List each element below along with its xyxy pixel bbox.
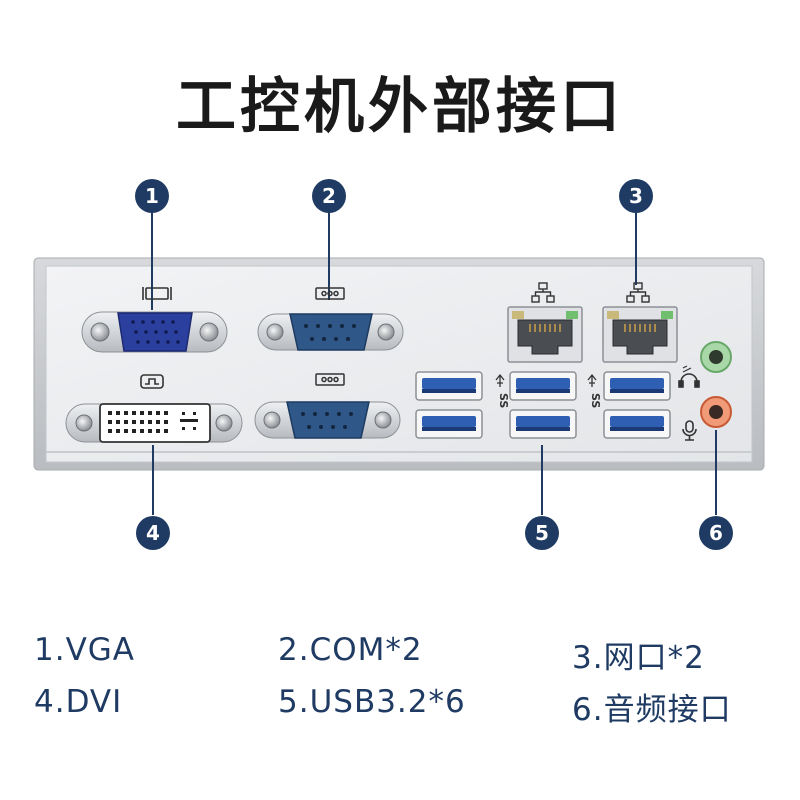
svg-text:SS: SS [497, 393, 510, 408]
badge-6: 6 [699, 516, 733, 550]
usb-ss-icon: SS [587, 373, 602, 408]
headphone-icon [678, 365, 700, 388]
legend-item-audio: 6.音频接口 [572, 692, 732, 728]
page-title: 工控机外部接口 [176, 72, 624, 142]
serial-port-icon [315, 373, 345, 386]
lan-port-2 [602, 306, 678, 363]
badge-4: 4 [136, 516, 170, 550]
svg-text:4: 4 [146, 521, 160, 545]
usb-port-group-3 [603, 371, 671, 439]
network-icon [531, 282, 555, 303]
vga-icon [142, 287, 172, 300]
dvi-icon [140, 374, 164, 389]
svg-text:2: 2 [322, 184, 336, 208]
svg-text:6: 6 [709, 521, 723, 545]
mic-jack [700, 396, 732, 428]
vga-port [81, 311, 228, 353]
badge-5: 5 [525, 516, 559, 550]
serial-port-icon [315, 287, 345, 300]
badge-1: 1 [135, 179, 169, 213]
microphone-icon [682, 420, 697, 441]
badge-3: 3 [619, 179, 653, 213]
com-port-1 [257, 313, 404, 351]
legend-item-vga: 1.VGA [34, 632, 136, 668]
svg-text:3: 3 [629, 184, 643, 208]
svg-text:1: 1 [145, 184, 159, 208]
usb-port-group-1 [415, 371, 483, 439]
legend-item-usb: 5.USB3.2*6 [278, 684, 466, 720]
lan-port-1 [507, 306, 583, 363]
legend-item-com: 2.COM*2 [278, 632, 423, 668]
com-port-2 [254, 401, 401, 439]
svg-text:SS: SS [589, 393, 602, 408]
line-out-jack [700, 341, 732, 373]
legend-item-dvi: 4.DVI [34, 684, 123, 720]
network-icon [626, 282, 650, 303]
usb-ss-icon: SS [495, 373, 510, 408]
svg-text:5: 5 [535, 521, 549, 545]
badge-2: 2 [312, 179, 346, 213]
usb-port-group-2 [509, 371, 577, 439]
leader-lines [151, 210, 717, 515]
legend-item-lan: 3.网口*2 [572, 640, 705, 676]
dvi-port [65, 403, 243, 443]
